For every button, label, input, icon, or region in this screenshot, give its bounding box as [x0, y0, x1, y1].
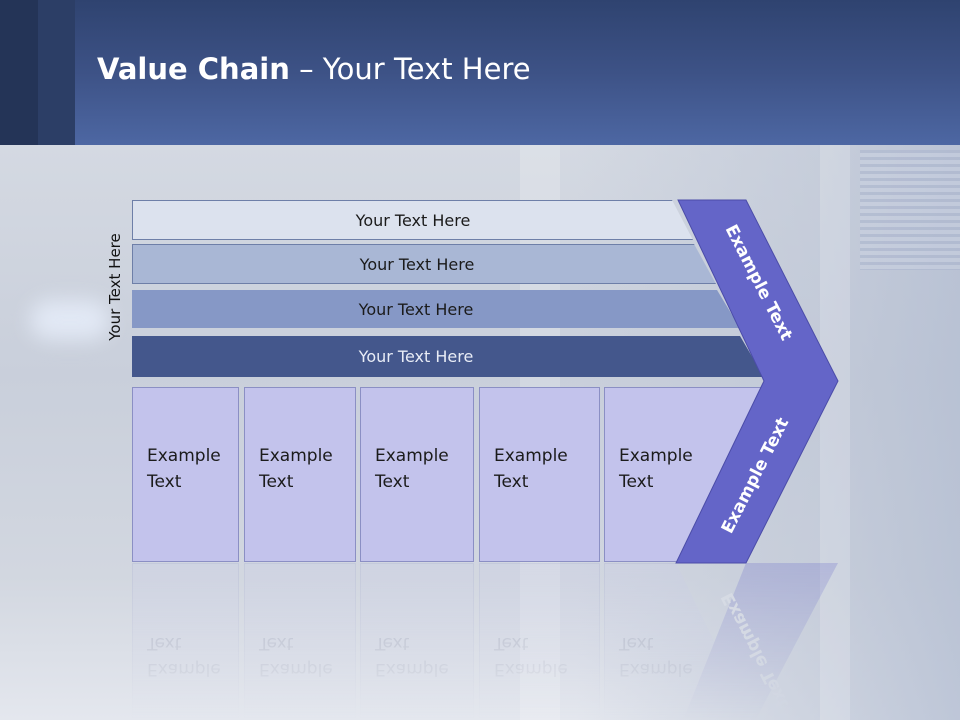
activity-label-line1: Example [619, 446, 693, 466]
activity-label-line1: Example [494, 446, 568, 466]
header-accent-strip [0, 0, 38, 145]
activity-box-2[interactable]: Example Text [244, 387, 356, 562]
support-bar-label: Your Text Here [355, 210, 471, 230]
activity-label-line1: Example [375, 446, 449, 466]
background-window-blind [860, 150, 960, 270]
header-accent-strip [38, 0, 75, 145]
support-bar-label: Your Text Here [358, 299, 474, 319]
support-bar-3[interactable]: Your Text Here [132, 290, 740, 328]
activity-label-line1: Example [147, 446, 221, 466]
activity-label-line2: Text [619, 472, 654, 492]
activity-label-line2: Text [375, 472, 410, 492]
activity-label-line2: Text [147, 472, 182, 492]
title-rest: – Your Text Here [289, 52, 531, 86]
support-bar-label: Your Text Here [359, 254, 475, 274]
activity-label-line2: Text [259, 472, 294, 492]
slide-header: Value Chain – Your Text Here [0, 0, 960, 145]
activity-box-1[interactable]: Example Text [132, 387, 239, 562]
support-bar-4[interactable]: Your Text Here [132, 336, 764, 377]
support-bar-2[interactable]: Your Text Here [132, 244, 716, 284]
reflection-chevron: Example Text [676, 563, 838, 720]
activity-box-3[interactable]: Example Text [360, 387, 474, 562]
activity-label-line1: Example [259, 446, 333, 466]
reflection-content: Example Text Example Text Example Text E… [0, 563, 960, 720]
support-bar-label: Your Text Here [358, 347, 474, 366]
reflection: Example Text Example Text Example Text E… [0, 563, 960, 720]
background-light-spot [30, 300, 110, 340]
activity-label-line2: Text [494, 472, 529, 492]
support-bar-1[interactable]: Your Text Here [132, 200, 693, 240]
slide-title[interactable]: Value Chain – Your Text Here [97, 52, 531, 86]
title-bold: Value Chain [97, 52, 290, 86]
support-activities-label[interactable]: Your Text Here [106, 233, 124, 341]
activity-box-4[interactable]: Example Text [479, 387, 600, 562]
